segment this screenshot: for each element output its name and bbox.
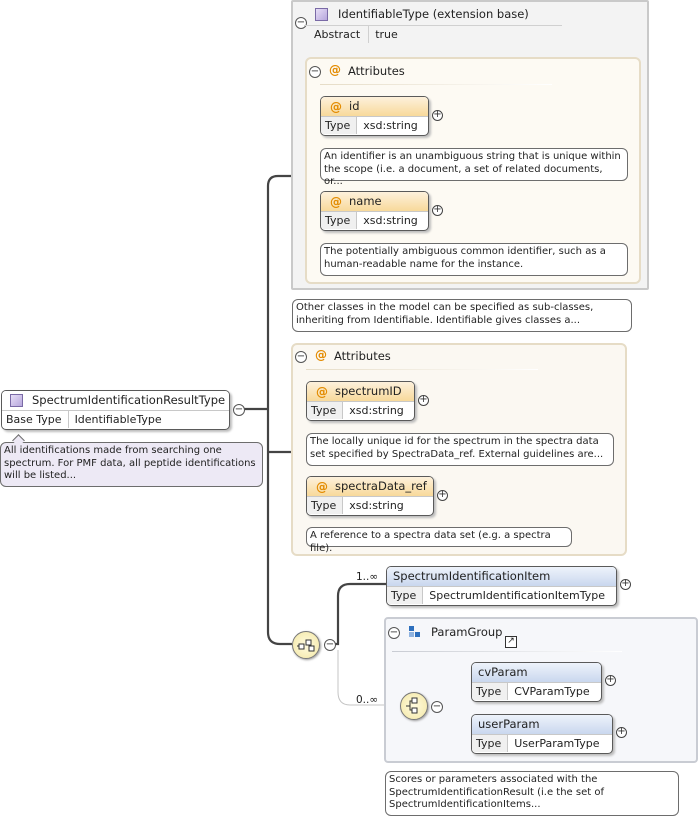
userparam-box[interactable]: userParam Type UserParamType <box>471 714 613 754</box>
userparam-name: userParam <box>472 715 612 734</box>
at-sign-icon: @ <box>330 100 342 114</box>
name-attribute-title: @ name <box>321 192 428 211</box>
cvparam-type-value: CVParamType <box>514 685 590 698</box>
base-type-key: Base Type <box>2 411 69 428</box>
spectrumid-type-value: xsd:string <box>349 404 404 417</box>
userparam-expand-icon[interactable]: + <box>616 726 627 738</box>
id-documentation: An identifier is an unambiguous string t… <box>320 148 628 187</box>
paramgroup-documentation: Scores or parameters associated with the… <box>385 771 679 816</box>
sequence-collapse-icon[interactable]: − <box>324 639 336 651</box>
paramgroup-title: ParamGroup <box>431 625 503 639</box>
attributes-underline <box>306 369 538 370</box>
at-sign-icon: @ <box>316 480 328 494</box>
spectrumid-type-row: Type xsd:string <box>307 401 414 419</box>
at-sign-icon: @ <box>315 348 327 362</box>
abstract-value: true <box>375 28 398 41</box>
inherited-attributes-collapse-icon[interactable]: − <box>309 66 321 78</box>
identifiable-documentation: Other classes in the model can be specif… <box>292 299 632 332</box>
paramgroup-multiplicity: 0..∞ <box>356 694 379 706</box>
spectrumid-attribute-box[interactable]: @ spectrumID Type xsd:string <box>306 381 415 421</box>
spectrumid-type-key: Type <box>307 402 344 419</box>
id-type-value: xsd:string <box>363 119 418 132</box>
id-type-row: Type xsd:string <box>321 116 428 134</box>
spectrum-identification-item-box[interactable]: SpectrumIdentificationItem Type Spectrum… <box>386 566 617 606</box>
id-attribute-title: @ id <box>321 97 428 116</box>
external-link-icon[interactable]: ↗ <box>505 636 517 648</box>
choice-glyph <box>406 697 418 714</box>
identifiable-collapse-icon[interactable]: − <box>295 17 307 29</box>
root-type-name: SpectrumIdentificationResultType <box>32 393 226 407</box>
choice-compositor-icon[interactable] <box>400 692 428 720</box>
name-attribute-box[interactable]: @ name Type xsd:string <box>320 191 429 231</box>
root-base-type-row: Base Type IdentifiableType <box>2 410 229 428</box>
identifiable-type-title: IdentifiableType (extension base) <box>338 7 529 21</box>
name-documentation: The potentially ambiguous common identif… <box>320 243 628 276</box>
paramgroup-collapse-icon[interactable]: − <box>388 627 400 639</box>
local-attributes-label: Attributes <box>334 349 391 363</box>
userparam-type-row: Type UserParamType <box>472 734 612 752</box>
id-attribute-box[interactable]: @ id Type xsd:string <box>320 96 429 136</box>
local-attributes-collapse-icon[interactable]: − <box>295 351 307 363</box>
item-type-value: SpectrumIdentificationItemType <box>429 589 605 602</box>
name-type-row: Type xsd:string <box>321 211 428 229</box>
spectradata-ref-attribute-name: spectraData_ref <box>335 479 427 493</box>
name-expand-icon[interactable]: + <box>432 204 443 216</box>
root-documentation: All identifications made from searching … <box>0 442 263 487</box>
cvparam-name: cvParam <box>472 663 601 682</box>
attributes-underline <box>320 84 552 85</box>
id-attribute-name: id <box>349 99 360 113</box>
spectrumid-attribute-name: spectrumID <box>335 384 402 398</box>
id-expand-icon[interactable]: + <box>432 109 443 121</box>
base-type-value: IdentifiableType <box>74 413 162 426</box>
inherited-attributes-label: Attributes <box>348 64 405 78</box>
cvparam-type-row: Type CVParamType <box>472 682 601 700</box>
root-collapse-icon[interactable]: − <box>233 404 245 416</box>
spectrumid-documentation: The locally unique id for the spectrum i… <box>306 433 614 466</box>
name-type-key: Type <box>321 212 358 229</box>
spectradata-ref-attribute-title: @ spectraData_ref <box>307 477 433 496</box>
userparam-type-key: Type <box>472 735 509 752</box>
choice-collapse-icon[interactable]: − <box>431 701 443 713</box>
at-sign-icon: @ <box>329 63 341 77</box>
class-square-icon <box>10 394 23 407</box>
name-attribute-name: name <box>349 194 382 208</box>
item-multiplicity: 1..∞ <box>356 571 379 583</box>
item-expand-icon[interactable]: + <box>620 578 631 590</box>
abstract-key: Abstract <box>304 26 370 43</box>
spectrumid-expand-icon[interactable]: + <box>418 394 429 406</box>
at-sign-icon: @ <box>330 195 342 209</box>
at-sign-icon: @ <box>316 385 328 399</box>
sequence-glyph <box>297 639 315 652</box>
paramgroup-underline <box>392 651 622 652</box>
cvparam-expand-icon[interactable]: + <box>605 674 616 686</box>
id-type-key: Type <box>321 117 358 134</box>
item-type-key: Type <box>387 587 424 604</box>
spectrum-identification-item-name: SpectrumIdentificationItem <box>387 567 616 586</box>
cvparam-type-key: Type <box>472 683 509 700</box>
spectrumid-attribute-title: @ spectrumID <box>307 382 414 401</box>
identifiable-abstract-row: Abstract true <box>304 25 562 43</box>
spectradata-ref-documentation: A reference to a spectra data set (e.g. … <box>306 527 572 554</box>
spectrum-identification-item-type-row: Type SpectrumIdentificationItemType <box>387 586 616 604</box>
root-type-title: SpectrumIdentificationResultType <box>2 391 229 410</box>
spectradata-ref-type-key: Type <box>307 497 344 514</box>
spectradata-ref-expand-icon[interactable]: + <box>437 489 448 501</box>
userparam-type-value: UserParamType <box>514 737 600 750</box>
class-square-icon <box>315 8 328 21</box>
root-type-box[interactable]: SpectrumIdentificationResultType Base Ty… <box>1 390 230 430</box>
spectradata-ref-type-row: Type xsd:string <box>307 496 433 514</box>
spectradata-ref-type-value: xsd:string <box>349 499 404 512</box>
cvparam-box[interactable]: cvParam Type CVParamType <box>471 662 602 702</box>
sequence-compositor-icon[interactable] <box>292 631 320 659</box>
spectradata-ref-attribute-box[interactable]: @ spectraData_ref Type xsd:string <box>306 476 434 516</box>
group-icon <box>409 626 421 638</box>
name-type-value: xsd:string <box>363 214 418 227</box>
